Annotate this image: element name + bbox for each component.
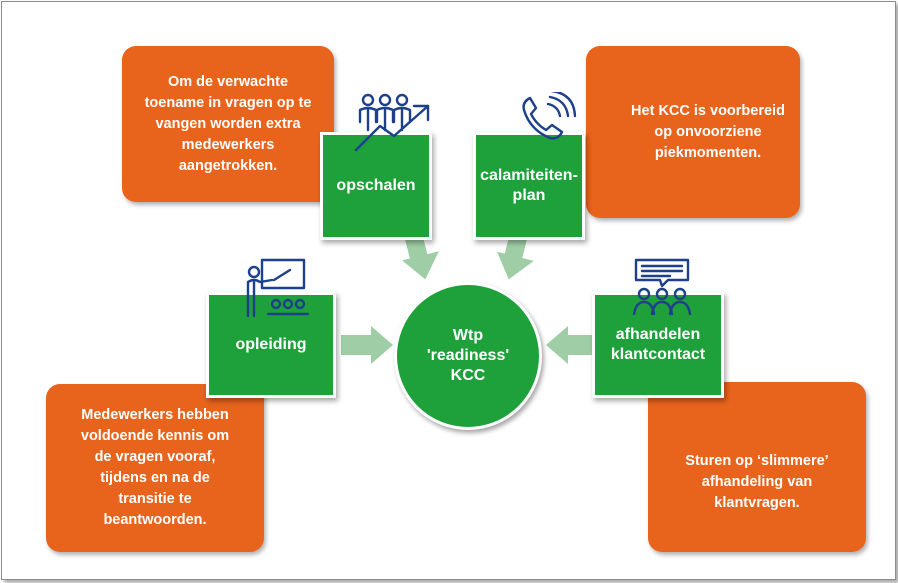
note-top-left: Om de verwachte toename in vragen op te … xyxy=(122,46,334,202)
phone-icon xyxy=(522,92,577,140)
center-label: Wtp xyxy=(452,327,484,344)
arrow-from-calamiteitenplan xyxy=(497,234,534,280)
node-label: calamiteiten- xyxy=(480,167,578,184)
note-line: toename in vragen op te xyxy=(144,94,312,111)
note-line: Om de verwachte xyxy=(167,73,289,90)
note-line: Het KCC is voorbereid xyxy=(631,102,785,119)
center-node: Wtp 'readiness' KCC xyxy=(394,282,542,430)
teacher-icon xyxy=(246,258,310,318)
note-line: vangen worden extra xyxy=(155,115,301,132)
note-line: Sturen op ‘slimmere’ xyxy=(685,452,829,469)
note-bottom-right: Sturen op ‘slimmere’ afhandeling van kla… xyxy=(648,382,866,552)
arrow-from-opleiding xyxy=(341,326,393,364)
note-line: medewerkers xyxy=(181,136,275,153)
note-line: transitie te xyxy=(118,491,192,507)
node-label: plan xyxy=(512,187,546,204)
node-opleiding: opleiding xyxy=(206,292,336,398)
note-line: voldoende kennis om xyxy=(80,428,230,444)
note-line: afhandeling van xyxy=(701,473,813,490)
node-label: afhandelen xyxy=(615,326,701,343)
note-top-right: Het KCC is voorbereid op onvoorziene pie… xyxy=(586,46,800,218)
note-line: Medewerkers hebben xyxy=(81,407,229,423)
chat-group-icon xyxy=(632,258,692,316)
center-label: 'readiness' xyxy=(426,347,510,364)
node-label: klantcontact xyxy=(610,346,706,363)
note-line: de vragen vooraf, xyxy=(94,449,216,465)
note-line: piekmomenten. xyxy=(654,144,762,161)
center-label: KCC xyxy=(450,367,486,384)
node-afhandelen: afhandelen klantcontact xyxy=(592,292,724,398)
note-line: op onvoorziene xyxy=(654,123,762,140)
node-calamiteitenplan: calamiteiten- plan xyxy=(473,132,585,240)
note-line: aangetrokken. xyxy=(178,157,278,174)
node-label: opleiding xyxy=(235,336,307,353)
people-growth-icon xyxy=(354,93,430,152)
arrow-from-afhandelen xyxy=(546,326,598,364)
note-bottom-left: Medewerkers hebben voldoende kennis om d… xyxy=(46,384,264,552)
note-line: tijdens en na de xyxy=(100,470,210,486)
note-line: beantwoorden. xyxy=(103,512,207,528)
arrow-from-opschalen xyxy=(402,234,439,280)
node-label: opschalen xyxy=(336,177,416,194)
node-opschalen: opschalen xyxy=(320,132,432,240)
note-line: klantvragen. xyxy=(714,494,800,511)
